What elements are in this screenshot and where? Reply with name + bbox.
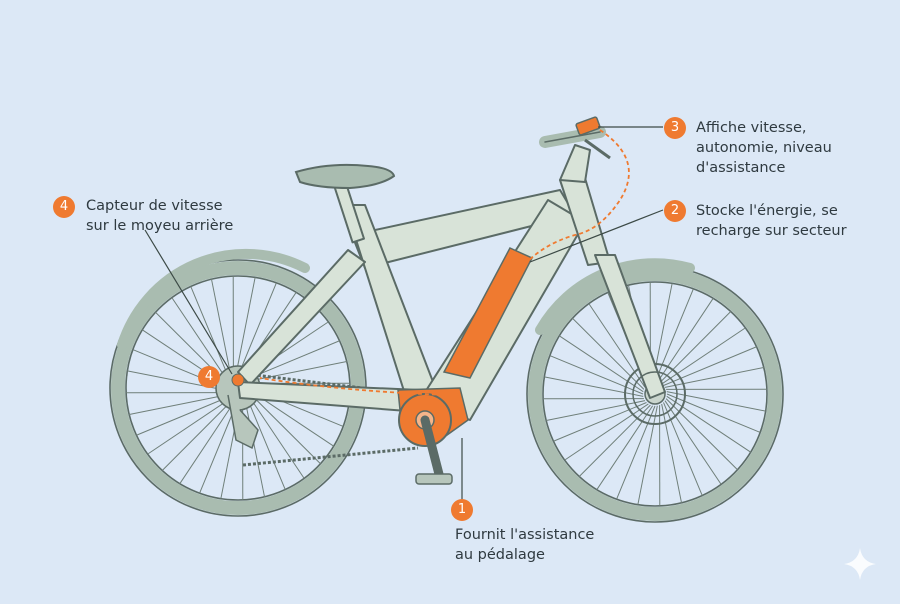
callout-4-line-1: Capteur de vitesse bbox=[86, 198, 223, 214]
spoke bbox=[588, 303, 646, 388]
callout-2-line-1: Stocke l'énergie, se bbox=[696, 203, 838, 219]
pedal bbox=[415, 473, 453, 485]
callout-3-label: Affiche vitesse, autonomie, niveau d'ass… bbox=[696, 118, 832, 178]
leader-lines bbox=[144, 126, 664, 500]
spoke bbox=[210, 279, 232, 379]
spoke bbox=[129, 394, 229, 416]
spoke bbox=[572, 317, 645, 390]
spoke bbox=[666, 395, 751, 453]
spoke bbox=[248, 392, 321, 465]
callout-3-badge: 3 bbox=[664, 117, 686, 139]
callout-1-badge: 1 bbox=[451, 499, 473, 521]
spoke bbox=[656, 298, 714, 383]
spoke bbox=[161, 398, 234, 471]
spoke bbox=[136, 396, 230, 436]
spoke bbox=[661, 403, 683, 503]
callout-1-line-1: Fournit l'assistance bbox=[455, 527, 595, 543]
spoke bbox=[179, 399, 237, 484]
spoke bbox=[666, 391, 766, 412]
callout-3-line-1: Affiche vitesse, bbox=[696, 120, 807, 136]
spoke bbox=[549, 355, 644, 395]
callout-1-line-2: au pédalage bbox=[455, 547, 545, 563]
spoke bbox=[664, 366, 764, 388]
saddle bbox=[294, 163, 396, 190]
spoke bbox=[237, 282, 277, 377]
callout-4-badge: 4 bbox=[53, 196, 75, 218]
spoke bbox=[659, 311, 732, 384]
spoke bbox=[661, 327, 746, 385]
spoke bbox=[663, 346, 757, 386]
spoke bbox=[553, 402, 647, 442]
callout-3-line-3: d'assistance bbox=[696, 160, 786, 176]
spoke bbox=[544, 376, 644, 397]
sparkle-icon bbox=[844, 548, 876, 580]
rear-mudguard bbox=[117, 248, 310, 350]
spoke bbox=[663, 402, 703, 496]
spoke bbox=[564, 403, 649, 461]
callout-2-badge: 2 bbox=[664, 200, 686, 222]
spoke bbox=[147, 397, 232, 455]
wiring-display bbox=[519, 129, 630, 271]
speed-sensor bbox=[231, 373, 245, 387]
spoke bbox=[244, 397, 266, 497]
wiring-sensor bbox=[259, 377, 451, 396]
callout-1-label: Fournit l'assistance au pédalage bbox=[455, 525, 594, 565]
spoke bbox=[665, 398, 738, 471]
crank-arm bbox=[420, 415, 445, 483]
disc-brake-rotor bbox=[632, 371, 678, 417]
spoke bbox=[246, 396, 286, 490]
spoke bbox=[596, 405, 654, 490]
spoke bbox=[578, 404, 651, 477]
spoke bbox=[235, 277, 256, 377]
battery bbox=[442, 247, 534, 379]
spoke bbox=[247, 360, 347, 382]
spoke bbox=[559, 335, 644, 393]
spoke bbox=[546, 400, 646, 422]
wheel-callout-4-badge: 4 bbox=[198, 366, 220, 388]
spoke bbox=[247, 394, 305, 479]
callout-2-label: Stocke l'énergie, se recharge sur secteu… bbox=[696, 201, 847, 241]
spoke bbox=[190, 286, 230, 380]
spoke bbox=[616, 405, 656, 500]
callout-3-line-2: autonomie, niveau bbox=[696, 140, 832, 156]
spoke bbox=[664, 400, 722, 485]
spoke bbox=[666, 393, 761, 433]
spoke bbox=[654, 288, 694, 383]
brake-lever bbox=[584, 138, 611, 160]
display-unit bbox=[575, 116, 601, 136]
spoke bbox=[171, 297, 229, 382]
callout-4-line-2: sur le moyeu arrière bbox=[86, 218, 234, 234]
spoke bbox=[637, 405, 658, 505]
callout-4-label: Capteur de vitesse sur le moyeu arrière bbox=[86, 196, 233, 236]
callout-2-line-2: recharge sur secteur bbox=[696, 223, 847, 239]
